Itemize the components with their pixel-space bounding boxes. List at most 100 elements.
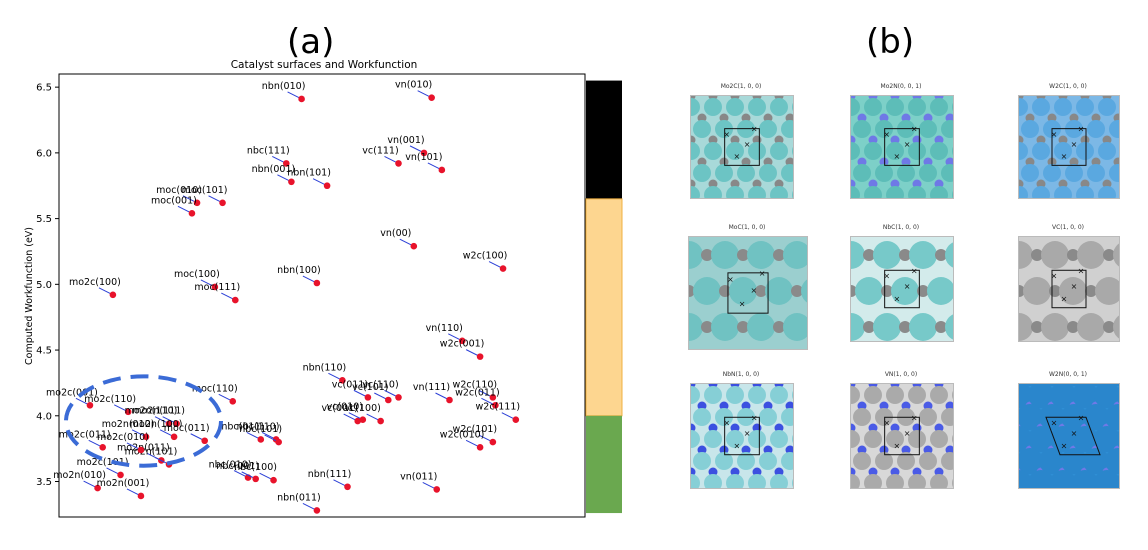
atom-large	[864, 142, 882, 160]
atom-large	[1043, 164, 1061, 182]
structure-tile: VC(1, 0, 0)××××	[1018, 224, 1120, 342]
atom-small	[868, 135, 878, 145]
atom-large	[693, 408, 711, 426]
atom-large	[897, 164, 915, 182]
point-label: mo2c(110)	[84, 394, 136, 405]
atom-large	[1041, 313, 1069, 341]
unit-cell	[884, 128, 920, 166]
point-label: nbn(011)	[277, 492, 321, 503]
atom-small	[730, 467, 740, 477]
site-marker: ×	[904, 429, 911, 438]
atom-small	[1031, 249, 1043, 261]
atom-large	[715, 120, 733, 138]
atom-large	[770, 186, 788, 198]
atom-large	[748, 186, 766, 198]
data-point	[499, 265, 507, 272]
data-point	[117, 471, 124, 479]
label-arrow	[88, 439, 101, 447]
atom-large	[693, 164, 711, 182]
highlight-ellipse	[63, 374, 224, 468]
atom-large	[1109, 164, 1119, 182]
y-tick-label: 5.0	[36, 280, 52, 291]
point-label: vn(111)	[413, 382, 450, 393]
label-arrow	[374, 392, 387, 400]
point-label: mo2n(111)	[132, 406, 185, 417]
atom-large	[693, 120, 711, 138]
point-label: vc(011)	[332, 379, 368, 390]
label-arrow	[302, 275, 316, 283]
data-point	[288, 178, 295, 186]
atom-small	[917, 285, 929, 297]
unit-cell	[1051, 269, 1087, 309]
y-tick-label: 6.0	[36, 148, 52, 159]
atom-large	[747, 313, 775, 341]
point-label: nbc(100)	[234, 462, 277, 473]
atom-large	[851, 474, 860, 488]
atom-small	[935, 249, 947, 261]
atom-small	[763, 157, 773, 167]
lattice-drawing: ××××	[1019, 96, 1119, 198]
atom-small	[708, 467, 718, 477]
atom-large	[864, 474, 882, 488]
atom-small	[1102, 179, 1112, 189]
atom-large	[726, 142, 744, 160]
point-label: nbc(001)	[216, 461, 259, 472]
atom-large	[704, 386, 722, 404]
atom-large	[748, 430, 766, 448]
atom-large	[886, 386, 904, 404]
point-label: mo2c(001)	[46, 387, 98, 398]
label-arrow	[182, 195, 196, 203]
atom-small	[719, 445, 729, 455]
structure-title: Mo2N(0, 0, 1)	[880, 83, 922, 90]
atom-large	[726, 186, 744, 198]
atom-large	[1032, 186, 1050, 198]
atom-large	[1050, 384, 1076, 408]
atom-large	[952, 190, 953, 198]
atom-small	[708, 423, 718, 433]
atom-small	[1091, 157, 1101, 167]
atom-large	[737, 452, 755, 470]
atom-large	[770, 474, 788, 488]
label-arrow	[98, 287, 112, 295]
atom-large	[1094, 426, 1119, 452]
data-point	[385, 396, 392, 404]
atom-large	[792, 390, 793, 400]
data-point	[323, 182, 331, 190]
label-arrow	[417, 90, 430, 98]
atom-large	[726, 98, 744, 116]
atom-small	[857, 401, 867, 411]
atom-large	[1054, 142, 1072, 160]
atom-small	[1047, 113, 1057, 123]
atom-small	[730, 135, 740, 145]
point-label: moc(010)	[156, 185, 202, 196]
atom-small	[879, 445, 889, 455]
point-label: nbn(111)	[308, 469, 352, 480]
atom-large	[851, 386, 860, 404]
atom-small	[774, 179, 784, 189]
lattice-drawing: ××××	[689, 241, 807, 341]
point-label: w2c(111)	[476, 402, 521, 413]
atom-large	[864, 386, 882, 404]
label-arrow	[264, 434, 277, 442]
data-point	[124, 408, 132, 416]
atom-large	[952, 478, 953, 488]
data-point	[137, 492, 145, 500]
point-label: vc(111)	[362, 145, 398, 156]
label-arrow	[126, 442, 140, 450]
atom-small	[701, 321, 713, 333]
atom-large	[919, 452, 937, 470]
structure-image: ××××	[690, 95, 794, 199]
atom-small	[899, 249, 911, 261]
point-label: nbc(101)	[239, 424, 282, 435]
atom-large	[781, 120, 793, 138]
atom-large	[908, 186, 926, 198]
atom-small	[755, 285, 767, 297]
atom-small	[1067, 249, 1079, 261]
atom-large	[941, 120, 953, 138]
point-label: w2c(100)	[463, 251, 508, 262]
site-marker: ×	[883, 419, 890, 428]
data-point	[313, 507, 321, 514]
atom-large	[781, 408, 793, 426]
atom-small	[901, 113, 911, 123]
point-label: moc(101)	[182, 185, 228, 196]
